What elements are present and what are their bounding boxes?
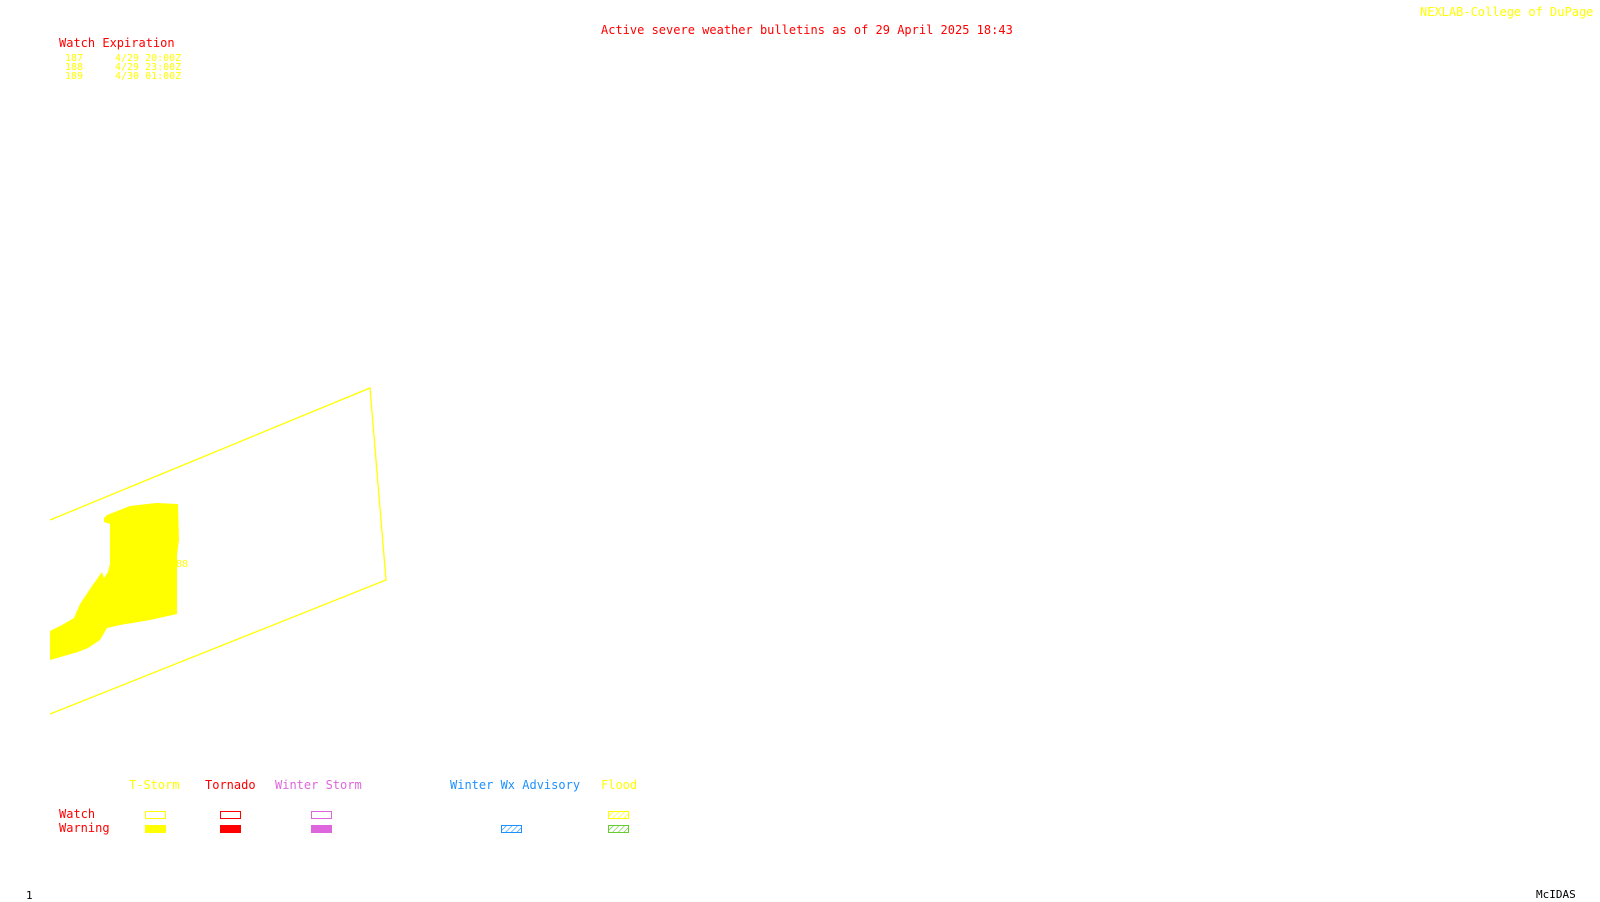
legend-winter-storm-label: Winter Storm — [275, 778, 362, 792]
legend-tornado-label: Tornado — [205, 778, 256, 792]
frame-number: 1 — [26, 889, 33, 902]
watch-expiration-list: 187 4/29 20:00Z 188 4/29 23:00Z 189 4/30 01… — [65, 53, 182, 82]
legend-row-warning: Warning — [59, 821, 110, 835]
watch-number: 187 — [65, 53, 84, 64]
legend-flood-label: Flood — [601, 778, 638, 792]
credit-label: NEXLAB-College of DuPage R — [1420, 5, 1600, 19]
legend-tstorm-watch-swatch — [145, 811, 166, 819]
watch-row: 187 4/29 20:00Z — [65, 53, 182, 64]
legend-flood-watch-swatch — [608, 811, 629, 819]
software-label: McIDAS — [1536, 888, 1576, 901]
legend-winter-storm-warning-swatch — [311, 825, 332, 833]
watch-expires: 4/30 01:00Z — [115, 71, 182, 82]
legend-tstorm-warning-swatch — [145, 825, 166, 833]
bulletin-title: Active severe weather bulletins as of 29… — [601, 23, 1013, 37]
watch-expires: 4/29 23:00Z — [115, 62, 182, 73]
legend-tornado-watch-swatch — [220, 811, 241, 819]
legend-tornado-warning-swatch — [220, 825, 241, 833]
watch-box-outline — [49, 387, 387, 715]
legend-flood-warning-swatch — [608, 825, 629, 833]
watch-row: 188 4/29 23:00Z — [65, 62, 182, 73]
watch-box-label: 88 — [176, 559, 189, 570]
legend-winter-storm-watch-swatch — [311, 811, 332, 819]
watch-number: 189 — [65, 71, 84, 82]
legend-tstorm-label: T-Storm — [129, 778, 180, 792]
legend-winter-advisory-warning-swatch — [501, 825, 522, 833]
legend-winter-advisory-label: Winter Wx Advisory — [450, 778, 581, 792]
watch-row: 189 4/30 01:00Z — [65, 71, 182, 82]
watch-expires: 4/29 20:00Z — [115, 53, 182, 64]
watch-number: 188 — [65, 62, 84, 73]
warning-polygon — [50, 503, 179, 660]
legend-row-watch: Watch — [59, 807, 96, 821]
watch-expiration-heading: Watch Expiration — [59, 36, 175, 50]
